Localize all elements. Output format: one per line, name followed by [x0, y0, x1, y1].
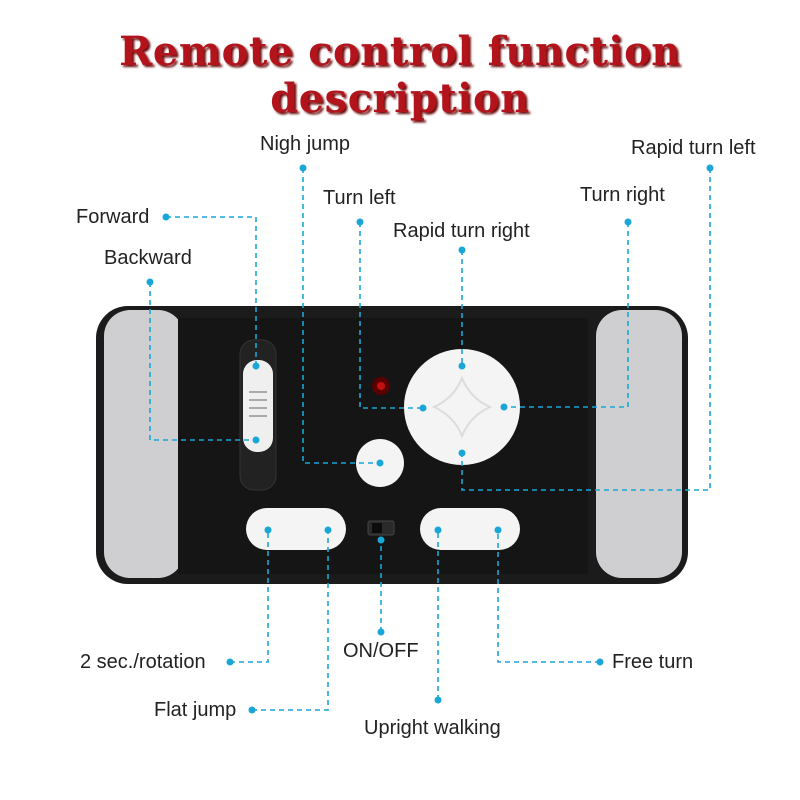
remote-control: [96, 306, 688, 584]
page-title: Remote control function description: [119, 28, 681, 122]
leader-turn-left: [359, 222, 423, 409]
label-forward: Forward: [76, 206, 150, 228]
label-flat-jump: Flat jump: [154, 699, 237, 721]
leader-lines: [149, 168, 711, 711]
dpad-cross-mark: [431, 375, 493, 439]
right-action-button[interactable]: [420, 508, 520, 550]
left-action-button[interactable]: [246, 508, 346, 550]
leader-nigh-jump: [302, 168, 380, 464]
leader-flat-jump: [252, 530, 329, 711]
remote-right-grip: [596, 310, 682, 578]
leader-free-turn: [497, 530, 600, 663]
leader-dots: [146, 164, 714, 714]
label-rapid-turn-right: Rapid turn right: [393, 220, 530, 242]
slider-grip-lines: [249, 391, 267, 417]
label-rapid-turn-left: Rapid turn left: [631, 137, 756, 159]
label-backward: Backward: [104, 247, 192, 269]
label-free-turn: Free turn: [612, 651, 694, 673]
label-2-sec-rotation: 2 sec./rotation: [80, 651, 206, 673]
direction-pad[interactable]: [404, 349, 520, 465]
leader-backward: [149, 282, 256, 441]
remote-left-grip: [104, 310, 184, 578]
leader-forward: [166, 216, 257, 366]
ir-led-highlight: [377, 382, 385, 390]
label-turn-left: Turn left: [323, 187, 396, 209]
label-on-off: ON/OFF: [343, 640, 419, 662]
leader-rapid-turn-left: [461, 168, 711, 491]
forward-backward-slider[interactable]: [243, 360, 273, 452]
label-upright-walking: Upright walking: [364, 717, 501, 739]
leader-2-sec-rotation: [230, 530, 269, 663]
label-turn-right: Turn right: [580, 184, 665, 206]
leader-turn-right: [504, 222, 629, 408]
power-switch-knob: [372, 523, 382, 533]
label-nigh-jump: Nigh jump: [260, 133, 351, 155]
